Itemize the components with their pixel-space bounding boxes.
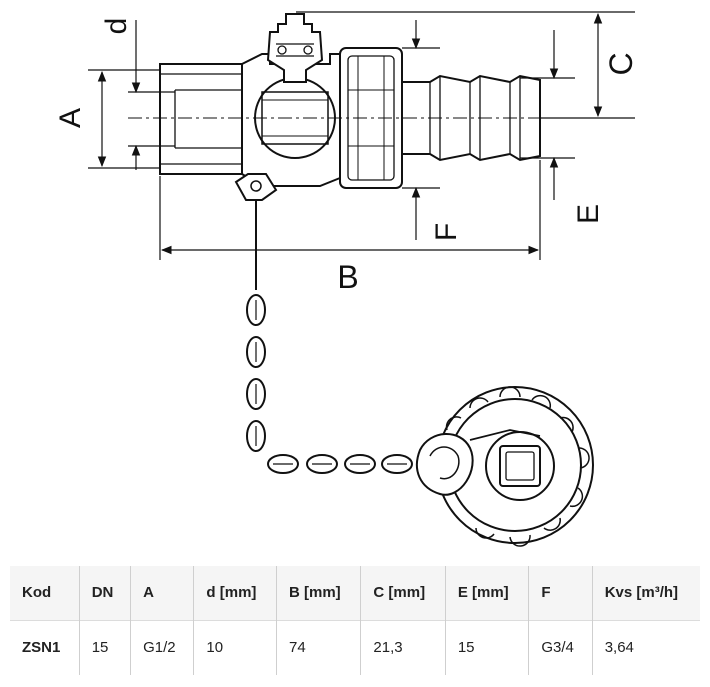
- dim-label-A: A: [54, 108, 87, 128]
- col-header-f: F: [528, 566, 593, 620]
- inlet-body: [159, 63, 243, 175]
- spec-table: Kod DN A d [mm] B [mm] C [mm] E [mm] F K…: [10, 566, 700, 675]
- col-header-b: B [mm]: [275, 566, 361, 620]
- col-header-kod: Kod: [22, 584, 52, 602]
- col-header-d: d [mm]: [193, 566, 277, 620]
- cell-e: 15: [444, 620, 529, 675]
- dim-label-d: d: [100, 18, 133, 35]
- cell-dn: 15: [78, 620, 131, 675]
- chain: [246, 200, 413, 474]
- valve-technical-drawing: d A B C E F: [54, 11, 639, 547]
- col-header-dn: DN: [78, 566, 131, 620]
- spec-table-header-row: Kod DN A d [mm] B [mm] C [mm] E [mm] F K…: [10, 566, 700, 620]
- cell-kod: ZSN1: [22, 639, 61, 657]
- cell-d: 10: [193, 620, 277, 675]
- dim-label-C: C: [603, 52, 639, 75]
- col-header-e: E [mm]: [444, 566, 529, 620]
- col-header-a: A: [130, 566, 194, 620]
- cell-c: 21,3: [360, 620, 446, 675]
- col-header-kvs: Kvs [m³/h]: [591, 566, 700, 620]
- dim-label-F: F: [430, 223, 463, 241]
- cell-f: G3/4: [528, 620, 593, 675]
- dim-label-B: B: [337, 259, 358, 295]
- end-cap: [415, 386, 594, 547]
- valve-stem: [266, 13, 324, 83]
- dim-label-E: E: [572, 204, 605, 224]
- cell-b: 74: [275, 620, 361, 675]
- chain-lug: [234, 173, 278, 201]
- col-header-c: C [mm]: [360, 566, 446, 620]
- table-row: ZSN1 15 G1/2 10 74 21,3 15 G3/4 3,64: [10, 620, 700, 675]
- cell-a: G1/2: [130, 620, 194, 675]
- cell-kvs: 3,64: [591, 620, 700, 675]
